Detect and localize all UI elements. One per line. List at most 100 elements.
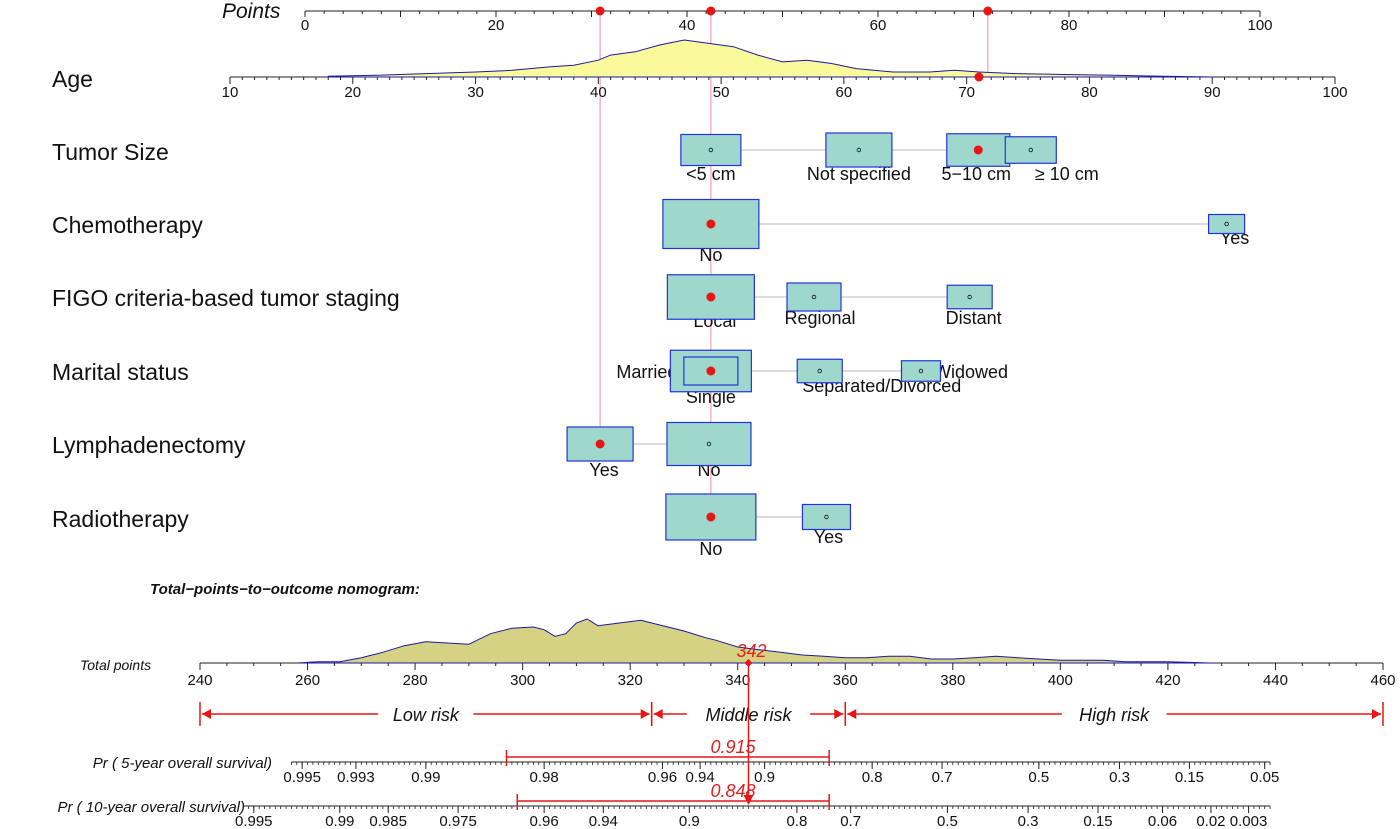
selected-marker-3: [706, 292, 716, 302]
category-label-2-0: No: [699, 245, 722, 265]
total-points-value-label: 342: [736, 641, 766, 661]
points-tick-label: 60: [870, 17, 887, 34]
age-tick-label: 20: [344, 84, 361, 101]
risk-arrow-head: [847, 709, 857, 719]
variable-label-6: Radiotherapy: [52, 506, 189, 532]
age-tick-label: 30: [467, 84, 484, 101]
survival-tick-label: 0.02: [1196, 813, 1225, 829]
category-center-dot: [706, 441, 712, 447]
total-points-label: Total points: [80, 657, 151, 673]
category-box-6-1: [801, 503, 852, 531]
survival-tick-label: 0.8: [786, 813, 807, 829]
category-center-dot: [1028, 147, 1033, 153]
survival-tick-label: 0.96: [648, 769, 677, 786]
age-tick-label: 90: [1204, 84, 1221, 101]
risk-group-label: Low risk: [393, 705, 460, 725]
survival-tick-label: 0.3: [1018, 813, 1039, 829]
risk-arrow-head: [202, 709, 211, 719]
age-tick-label: 40: [590, 84, 607, 101]
category-label-1-1: Not specified: [807, 164, 911, 184]
survival-tick-label: 0.975: [439, 813, 477, 829]
category-label-1-2: 5−10 cm: [942, 164, 1012, 184]
category-label-5-0: Yes: [589, 460, 618, 480]
age-tick-label: 70: [958, 84, 975, 101]
points-tick-label: 100: [1247, 17, 1272, 34]
category-center-dot: [817, 368, 822, 374]
age-tick-label: 60: [836, 84, 853, 101]
variable-label-2: Chemotherapy: [52, 212, 203, 238]
survival-tick-label: 0.985: [369, 813, 407, 829]
selected-marker-4: [706, 366, 716, 376]
survival-tick-label: 0.94: [685, 769, 714, 786]
survival-tick-label: 0.5: [937, 813, 958, 829]
survival-tick-label: 0.7: [932, 769, 953, 786]
category-box-1-1: [825, 132, 893, 168]
total-points-drop-arrow: [743, 795, 754, 805]
survival-tick-label: 0.15: [1083, 813, 1112, 829]
category-label-4-3: Widowed: [934, 362, 1008, 382]
survival-tick-label: 0.9: [754, 769, 775, 786]
points-axis-label: Points: [222, 0, 281, 23]
total-points-tick-label: 260: [295, 672, 320, 689]
category-box-5-1: [666, 421, 752, 467]
category-box-4-2: [796, 358, 843, 384]
category-center-dot: [856, 147, 862, 153]
survival-tick-label: 0.06: [1148, 813, 1177, 829]
total-points-tick-label: 300: [510, 672, 535, 689]
age-density-area: [327, 39, 1213, 78]
total-points-tick-label: 400: [1048, 672, 1073, 689]
category-box-1-0: [680, 133, 742, 167]
selected-marker-6: [706, 512, 716, 522]
survival-tick-label: 0.96: [530, 813, 559, 829]
category-box-2-1: [1207, 213, 1246, 235]
age-tick-label: 10: [222, 84, 239, 101]
category-center-dot: [708, 147, 714, 153]
survival-tick-label: 0.99: [325, 813, 354, 829]
category-box-4-3: [900, 360, 942, 382]
category-label-6-1: Yes: [814, 527, 843, 547]
category-box-3-1: [786, 282, 842, 312]
total-points-tick-label: 280: [403, 672, 428, 689]
points-tick-label: 20: [488, 17, 505, 34]
selected-marker-5: [595, 439, 605, 449]
survival-tick-label: 0.98: [530, 769, 559, 786]
total-points-tick-label: 360: [833, 672, 858, 689]
selected-marker-2: [706, 219, 716, 229]
guide-lines-layer: [599, 11, 989, 517]
category-box-5-0: [566, 426, 634, 462]
category-center-dot: [967, 294, 972, 300]
category-center-dot: [1224, 221, 1229, 227]
points-axis-marker: [595, 6, 605, 16]
risk-arrow-head: [834, 709, 844, 719]
category-center-dot: [811, 294, 817, 300]
risk-arrow-head: [640, 709, 650, 719]
survival-tick-label: 0.7: [840, 813, 861, 829]
category-center-dot: [918, 368, 924, 374]
category-center-dot: [824, 514, 829, 520]
total-points-tick-label: 440: [1263, 672, 1288, 689]
age-tick-label: 100: [1322, 84, 1347, 101]
variable-label-1: Tumor Size: [52, 139, 169, 165]
total-points-value-marker: [744, 659, 753, 667]
points-axis-marker: [706, 6, 716, 16]
total-points-tick-label: 240: [187, 672, 212, 689]
variable-label-5: Lymphadenectomy: [52, 432, 246, 458]
total-points-tick-label: 420: [1155, 672, 1180, 689]
variable-label-4: Marital status: [52, 359, 189, 385]
points-tick-label: 0: [301, 17, 309, 34]
selected-marker-1: [973, 145, 983, 155]
category-label-6-0: No: [699, 539, 722, 559]
category-box-3-2: [946, 284, 993, 310]
points-tick-label: 40: [679, 17, 696, 34]
category-label-1-3: ≥ 10 cm: [1035, 164, 1099, 184]
survival-axis-label-0: Pr ( 5-year overall survival): [93, 755, 272, 772]
variable-label-0: Age: [52, 66, 93, 92]
survival-tick-label: 0.8: [862, 769, 883, 786]
category-label-3-1: Regional: [784, 308, 855, 328]
survival-tick-label: 0.05: [1250, 769, 1279, 786]
risk-arrow-head: [653, 709, 663, 719]
points-tick-label: 80: [1061, 17, 1078, 34]
survival-tick-label: 0.995: [283, 769, 321, 786]
